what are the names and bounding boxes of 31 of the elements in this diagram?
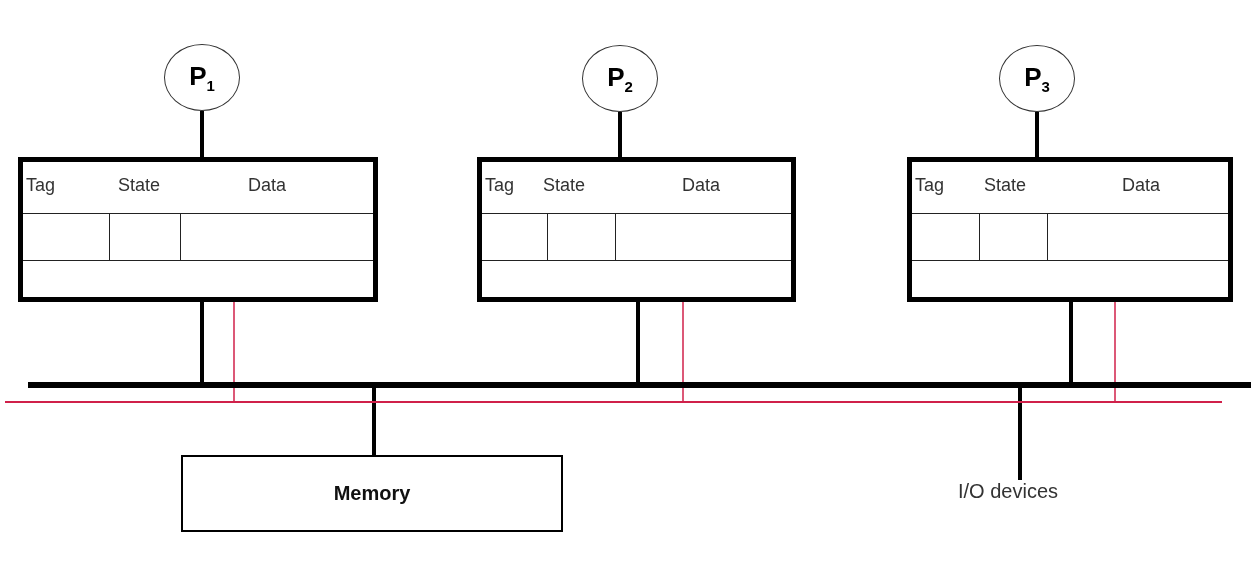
connector-line [1114,301,1116,402]
column-heading: State [543,175,586,196]
column-heading: Tag [915,175,945,196]
connector-line [1018,388,1022,480]
connector-line [1069,302,1073,382]
snoop-bus-line [5,401,1222,403]
cache-box [18,157,378,302]
connector-line [636,302,640,382]
memory-label: Memory [333,482,411,505]
column-heading: Data [1122,175,1161,196]
memory-box [181,455,563,532]
device-label: I/O devices [958,480,1059,502]
column-heading: Data [248,175,287,196]
column-heading: State [984,175,1027,196]
column-heading: Tag [485,175,515,196]
connector-line [682,301,684,402]
processor-label: P$_{2}$ [607,61,633,96]
cache-box [477,157,796,302]
connector-line [1035,112,1039,157]
connector-line [200,302,204,382]
system-bus [28,382,1251,388]
column-heading: Tag [26,175,56,196]
connector-line [233,301,235,402]
connector-line [200,111,204,157]
processor-label: P$_{1}$ [189,60,215,95]
connector-line [372,388,376,455]
cache-box [907,157,1233,302]
column-heading: Data [682,175,721,196]
column-heading: State [118,175,161,196]
connector-line [618,112,622,157]
processor-label: P$_{3}$ [1024,61,1050,96]
